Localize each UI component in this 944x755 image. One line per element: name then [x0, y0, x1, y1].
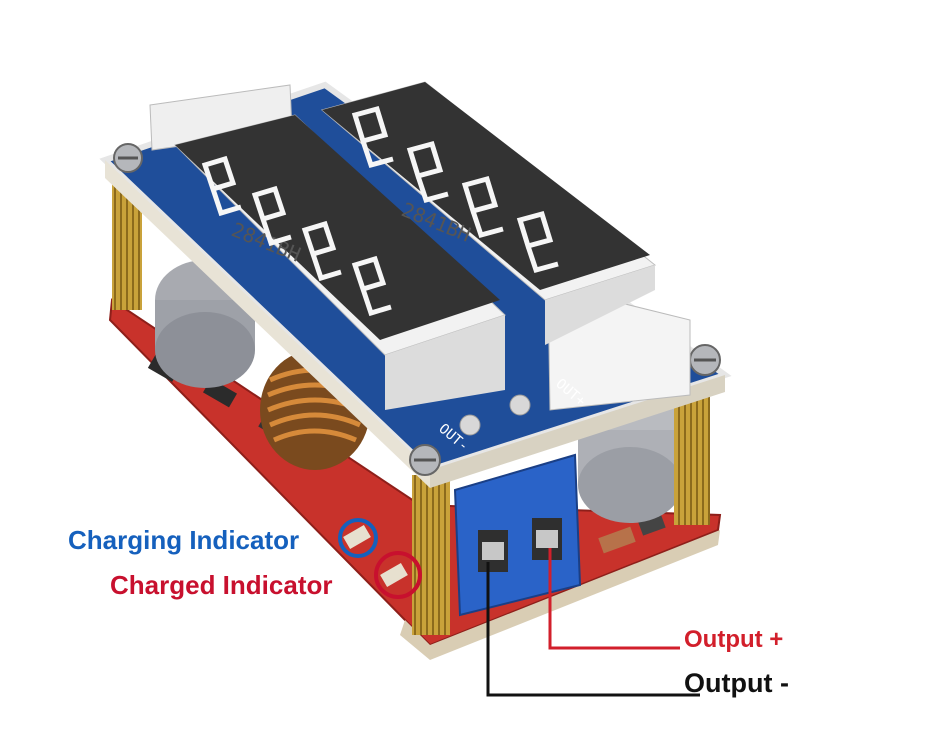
output-negative-label: Output - [684, 668, 789, 698]
charged-led [380, 562, 408, 588]
output-positive-label: Output + [684, 626, 784, 653]
mounting-hole [509, 394, 531, 416]
display-digits [201, 105, 559, 317]
electrolytic-capacitor [155, 260, 255, 388]
brass-standoff [674, 390, 710, 525]
screw-head [409, 444, 441, 476]
screw-head [113, 143, 143, 173]
charging-indicator-label: Charging Indicator [68, 525, 300, 555]
charging-led [343, 524, 371, 550]
charged-indicator-marker [374, 551, 422, 599]
output-negative-leader [486, 562, 700, 697]
output-positive-leader [548, 548, 680, 650]
screw-head [689, 344, 721, 376]
seven-segment-display-left: 2841BH [174, 114, 506, 410]
brass-standoff [412, 475, 450, 635]
mounting-hole [459, 414, 481, 436]
charged-indicator-label: Charged Indicator [110, 570, 333, 600]
charging-indicator-marker [338, 518, 378, 558]
